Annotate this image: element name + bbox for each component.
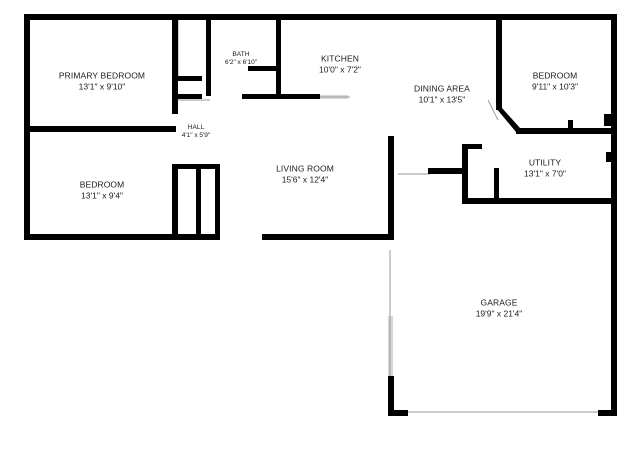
room-label-bedroom-ne: BEDROOM 9'11" x 10'3" — [532, 70, 578, 91]
ne-bedroom-arc — [487, 99, 499, 121]
room-label-utility: UTILITY 13'1" x 7'0" — [524, 157, 566, 178]
room-dimensions: 6'2" x 6'10" — [224, 59, 258, 66]
wall — [172, 94, 202, 99]
wall — [276, 14, 281, 96]
room-label-dining-area: DINING AREA 10'1" x 13'5" — [414, 83, 470, 104]
wall — [496, 108, 520, 132]
wall — [262, 234, 394, 240]
room-name: BEDROOM — [532, 70, 578, 81]
room-name: PRIMARY BEDROOM — [58, 70, 146, 81]
wall — [24, 14, 617, 20]
wall — [242, 94, 320, 99]
wall — [568, 120, 573, 134]
wall — [428, 168, 468, 174]
wall — [172, 76, 202, 81]
room-name: BEDROOM — [79, 179, 125, 190]
wall — [462, 198, 617, 204]
wall — [215, 164, 220, 240]
wall — [598, 410, 617, 416]
room-dimensions: 10'1" x 13'5" — [418, 94, 466, 104]
wall — [172, 164, 178, 240]
room-dimensions: 13'1" x 7'0" — [524, 168, 566, 178]
wall — [494, 168, 499, 204]
room-dimensions: 13'1" x 9'10" — [78, 81, 126, 91]
wall — [496, 14, 502, 110]
wall — [516, 128, 612, 134]
room-name: DINING AREA — [414, 83, 470, 94]
wall — [606, 152, 611, 162]
walls — [24, 14, 617, 416]
room-name: HALL — [187, 123, 205, 131]
wall — [196, 164, 201, 240]
room-dimensions: 10'0" x 7'2" — [319, 64, 361, 74]
wall — [206, 14, 211, 96]
room-label-living-room: LIVING ROOM 15'6" x 12'4" — [276, 163, 334, 184]
room-label-bedroom-w: BEDROOM 13'1" x 9'4" — [80, 179, 125, 200]
wall — [604, 114, 611, 126]
wall — [248, 66, 278, 71]
room-dimensions: 9'11" x 10'3" — [532, 81, 578, 91]
wall — [462, 144, 482, 149]
wall — [24, 126, 176, 132]
wall — [388, 376, 394, 416]
room-label-hall: HALL 4'1" x 5'9" — [182, 124, 210, 140]
room-dimensions: 4'1" x 5'9" — [181, 132, 211, 139]
room-label-garage: GARAGE 19'9" x 21'4" — [476, 297, 523, 318]
room-name: KITCHEN — [320, 53, 360, 64]
wall — [388, 410, 408, 416]
room-label-bath: BATH 6'2" x 6'10" — [225, 51, 257, 67]
room-name: UTILITY — [528, 157, 562, 168]
room-name: BATH — [232, 50, 250, 58]
room-label-primary-bedroom: PRIMARY BEDROOM 13'1" x 9'10" — [59, 70, 145, 91]
wall — [388, 136, 394, 240]
room-name: GARAGE — [480, 297, 518, 308]
room-dimensions: 19'9" x 21'4" — [475, 308, 523, 318]
room-dimensions: 15'6" x 12'4" — [281, 174, 329, 184]
wall — [172, 14, 178, 114]
wall — [24, 234, 220, 240]
room-dimensions: 13'1" x 9'4" — [81, 190, 123, 200]
room-label-kitchen: KITCHEN 10'0" x 7'2" — [319, 53, 361, 74]
wall — [611, 14, 617, 416]
room-name: LIVING ROOM — [276, 163, 334, 174]
